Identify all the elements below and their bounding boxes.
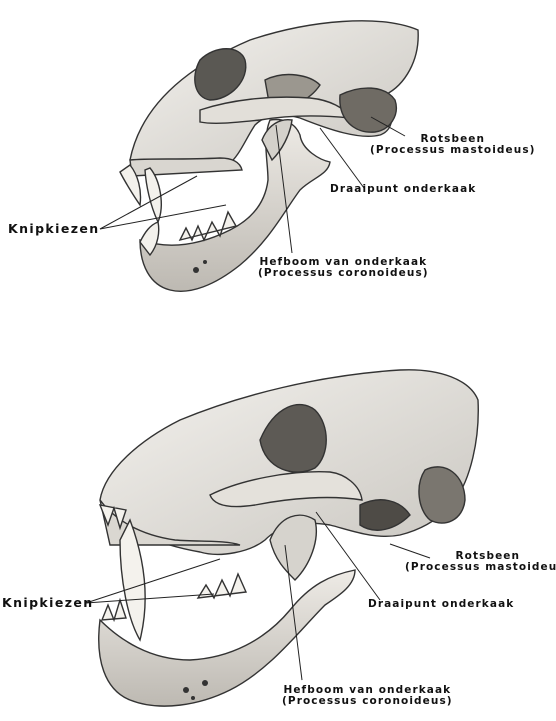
lower-label-hefboom: Hefboom van onderkaak (Processus coronoi… xyxy=(282,685,453,707)
lower-label-rotsbeen: Rotsbeen (Processus mastoideus) xyxy=(405,551,556,573)
upper-hefboom-line2: (Processus coronoideus) xyxy=(258,268,429,279)
lower-hefboom-line2: (Processus coronoideus) xyxy=(282,696,453,707)
upper-rotsbeen-line2: (Processus mastoideus) xyxy=(370,145,536,156)
lower-skull xyxy=(99,370,479,706)
upper-label-rotsbeen: Rotsbeen (Processus mastoideus) xyxy=(370,134,536,156)
upper-label-knipkiezen: Knipkiezen xyxy=(8,223,100,234)
lower-label-knipkiezen: Knipkiezen xyxy=(2,597,94,608)
lower-rotsbeen-line2: (Processus mastoideus) xyxy=(405,562,556,573)
upper-label-hefboom: Hefboom van onderkaak (Processus coronoi… xyxy=(258,257,429,279)
upper-label-draaipunt: Draaipunt onderkaak xyxy=(330,184,476,195)
upper-skull xyxy=(120,21,418,291)
lower-label-draaipunt: Draaipunt onderkaak xyxy=(368,599,514,610)
